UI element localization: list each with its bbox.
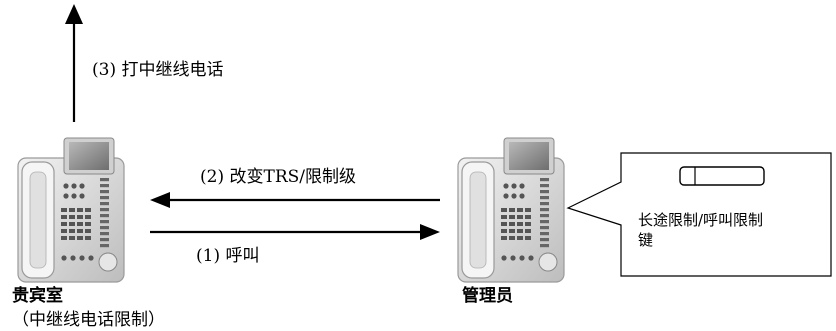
manager-label: 管理员: [462, 285, 513, 306]
change-trs-label: (2) 改变TRS/限制级: [200, 167, 356, 187]
key-caption-line1: 长途限制/呼叫限制: [638, 211, 763, 229]
manager-phone-icon: [457, 137, 565, 283]
call-arrow: [150, 224, 440, 240]
outgoing-call-label: (3) 打中继线电话: [92, 60, 223, 80]
change-trs-arrow: [150, 192, 440, 208]
flexible-key-icon: [679, 166, 765, 186]
call-label: (1) 呼叫: [196, 246, 259, 266]
outgoing-arrow: [65, 4, 83, 122]
key-caption-line2: 键: [638, 231, 653, 249]
key-callout: [566, 152, 832, 277]
guest-room-phone-icon: [17, 137, 125, 283]
guest-room-sub-label: （中继线电话限制）: [12, 310, 165, 330]
guest-room-label: 贵宾室: [12, 285, 63, 306]
